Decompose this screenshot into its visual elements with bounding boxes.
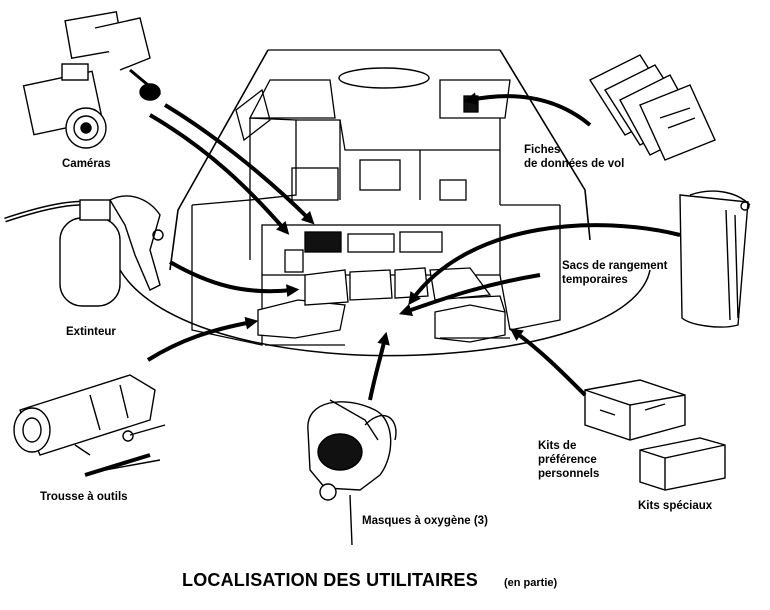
diagram-subtitle: (en partie) — [504, 577, 558, 589]
label-storage-bags: Sacs de rangement temporaires — [562, 260, 668, 286]
arrow-toolkit — [146, 316, 259, 362]
oxygen-mask-illustration — [307, 399, 397, 546]
pointer-arrows — [146, 92, 681, 401]
label-oxygen-masks: Masques à oxygène (3) — [362, 515, 488, 527]
arrow-storage-bags-2 — [398, 273, 541, 316]
label-cameras: Caméras — [62, 158, 111, 170]
arrow-storage-bags — [408, 223, 681, 306]
label-toolkit: Trousse à outils — [40, 491, 128, 503]
label-special-kits: Kits spéciaux — [638, 500, 713, 512]
storage-bag-illustration — [679, 190, 751, 328]
label-personal-kits: Kits de préférence personnels — [538, 440, 600, 480]
fire-extinguisher-illustration — [4, 195, 164, 307]
arrow-extinguisher — [169, 260, 300, 298]
personal-kits-illustration — [584, 379, 686, 441]
arrow-cameras-1 — [148, 113, 290, 235]
arrow-oxygen — [368, 331, 390, 401]
diagram-title: LOCALISATION DES UTILITAIRES — [182, 570, 478, 590]
flight-data-cards-illustration — [588, 54, 716, 161]
arrow-personal-kits — [509, 328, 587, 397]
arrow-cameras-2 — [163, 103, 315, 225]
toolkit-illustration — [13, 374, 166, 477]
camera-illustration — [22, 10, 161, 149]
label-extinguisher: Extinteur — [66, 326, 116, 338]
arrow-flight-data — [463, 92, 592, 127]
special-kits-illustration — [639, 437, 726, 491]
command-module-cabin — [119, 49, 651, 357]
label-flight-data: Fiches de données de vol — [524, 144, 625, 170]
